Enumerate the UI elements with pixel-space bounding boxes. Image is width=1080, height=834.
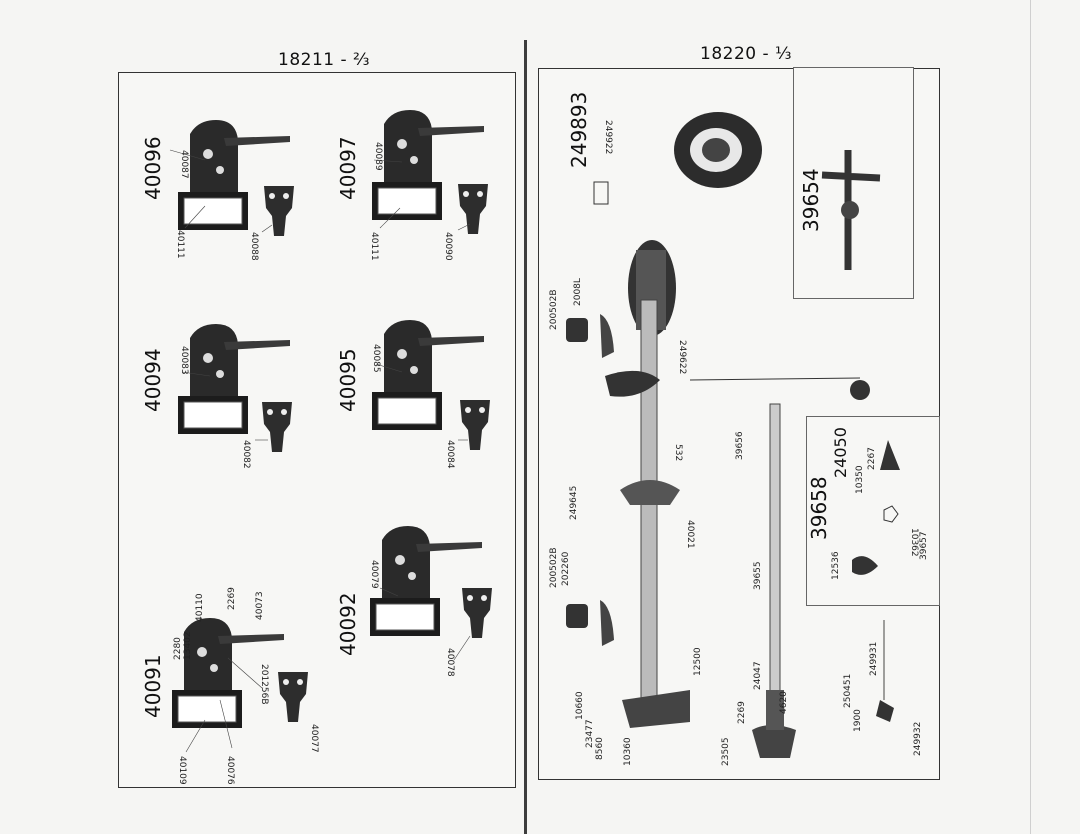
part-number-40097: 40097 [336,136,360,200]
callout: 40110 [195,593,205,622]
callout: 249922 [603,120,613,154]
part-number-40091: 40091 [141,654,165,718]
callout: 2008L [573,278,583,306]
callout: 40111 [175,230,185,259]
subbox-39658 [806,416,940,606]
part-number-39658: 39658 [807,476,831,540]
callout: 40088 [249,232,259,261]
callout: 249931 [869,642,879,676]
callout: 10660 [575,691,585,720]
callout: 532 [673,444,683,461]
page-gutter [524,40,527,834]
part-number-40096: 40096 [141,136,165,200]
callout: 249645 [569,486,579,520]
callout: 2269 [737,701,747,724]
part-number-249893: 249893 [567,92,591,168]
callout: 249932 [913,722,923,756]
callout: 8560 [595,737,605,760]
callout: 202260 [561,551,571,586]
right-page-title: 18220 - ⅓ [700,44,792,64]
part-number-40094: 40094 [141,348,165,412]
callout: 12536 [831,551,841,580]
callout: 39656 [735,431,745,460]
callout: 40083 [179,346,189,375]
callout: 39655 [753,561,763,590]
callout: 2269 [227,587,237,610]
left-page-title: 18211 - ⅔ [278,50,370,70]
callout: 23505 [721,737,731,766]
callout: 40085 [371,344,381,373]
callout: 40082 [241,440,251,469]
callout: 40111 [369,232,379,261]
callout: 40077 [309,724,319,753]
callout: 1900 [853,709,863,732]
callout: 10350 [855,465,865,494]
callout: 40087 [179,150,189,179]
part-number-40092: 40092 [336,592,360,656]
part-number-39654: 39654 [799,168,823,232]
callout: 200502B [549,289,559,330]
callout: 249622 [677,340,687,374]
page-edge [1030,0,1031,834]
callout: 40021 [685,520,695,549]
callout: 23477 [585,719,595,748]
callout: 40078 [445,648,455,677]
part-number-40095: 40095 [336,348,360,412]
callout: 40079 [369,560,379,589]
callout: 12500 [693,647,703,676]
callout: 40109 [177,756,187,785]
callout: 4620 [779,691,789,714]
callout: 24047 [753,661,763,690]
callout: 2280 [173,637,183,660]
callout: 40084 [445,440,455,469]
callout: 250451 [843,674,853,708]
callout: 40073 [255,591,265,620]
callout: 40076 [225,756,235,785]
callout: 200502B [549,547,559,588]
callout: 40089 [373,142,383,171]
part-number-24050: 24050 [831,427,850,478]
callout: 2267 [867,447,877,470]
callout: 40090 [443,232,453,261]
callout: 39657 [919,531,929,560]
callout: 10360 [623,737,633,766]
callout: 201256B [259,664,269,705]
subbox-39654 [793,67,914,299]
callout: 13402 [183,631,193,660]
callout: 10362 [909,528,919,557]
